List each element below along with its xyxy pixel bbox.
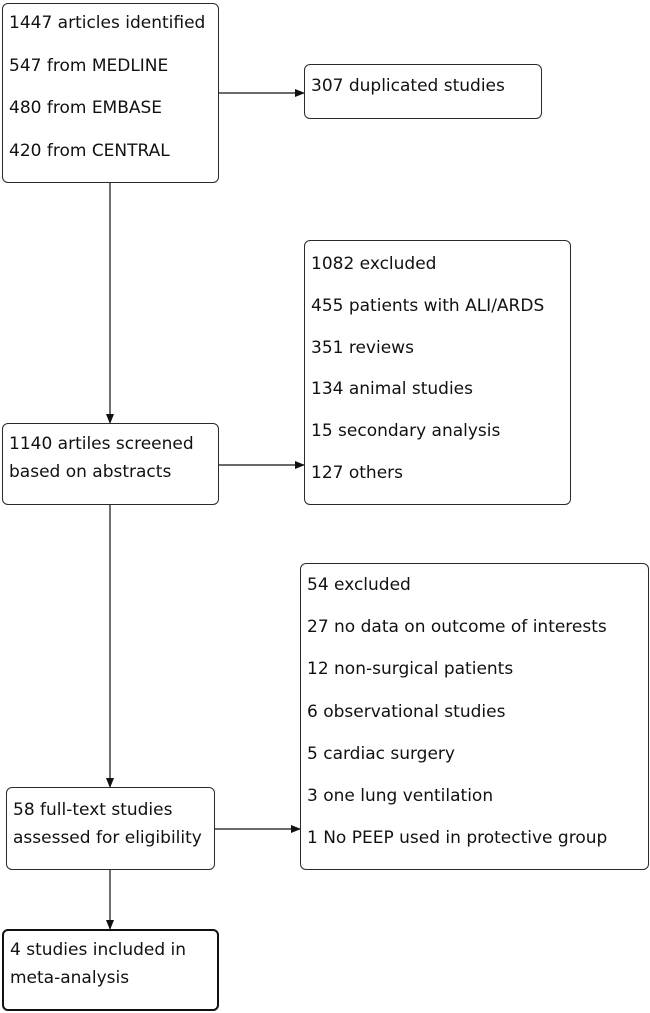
screened-line-1: 1140 artiles screened [9, 434, 194, 454]
excluded-fulltext-reason: 5 cardiac surgery [307, 744, 455, 764]
fulltext-line-1: 58 full-text studies [13, 800, 173, 820]
identified-total: 1447 articles identified [9, 13, 206, 33]
excluded-fulltext-box: 54 excluded 27 no data on outcome of int… [300, 563, 649, 870]
fulltext-box: 58 full-text studies assessed for eligib… [6, 787, 215, 870]
excluded-fulltext-total: 54 excluded [307, 575, 411, 595]
excluded-fulltext-reason: 12 non-surgical patients [307, 659, 514, 679]
excluded-fulltext-reason: 1 No PEEP used in protective group [307, 828, 608, 848]
duplicates-text: 307 duplicated studies [311, 76, 505, 96]
included-line-1: 4 studies included in [10, 940, 187, 960]
included-box: 4 studies included in meta-analysis [2, 929, 219, 1011]
included-line-2: meta-analysis [10, 968, 130, 988]
identified-embase: 480 from EMBASE [9, 98, 163, 118]
fulltext-line-2: assessed for eligibility [13, 828, 202, 848]
excluded-abstract-total: 1082 excluded [311, 254, 437, 274]
excluded-fulltext-reason: 3 one lung ventilation [307, 786, 494, 806]
excluded-abstract-reason: 134 animal studies [311, 379, 473, 399]
identified-central: 420 from CENTRAL [9, 141, 170, 161]
screened-box: 1140 artiles screened based on abstracts [2, 423, 219, 505]
excluded-abstract-reason: 455 patients with ALI/ARDS [311, 296, 545, 316]
excluded-abstract-reason: 351 reviews [311, 338, 414, 358]
identified-medline: 547 from MEDLINE [9, 56, 169, 76]
excluded-abstract-box: 1082 excluded 455 patients with ALI/ARDS… [304, 240, 571, 505]
identified-box: 1447 articles identified 547 from MEDLIN… [2, 3, 219, 183]
excluded-abstract-reason: 15 secondary analysis [311, 421, 501, 441]
duplicates-box: 307 duplicated studies [304, 64, 542, 119]
excluded-fulltext-reason: 6 observational studies [307, 702, 506, 722]
excluded-abstract-reason: 127 others [311, 463, 403, 483]
screened-line-2: based on abstracts [9, 462, 172, 482]
excluded-fulltext-reason: 27 no data on outcome of interests [307, 617, 607, 637]
